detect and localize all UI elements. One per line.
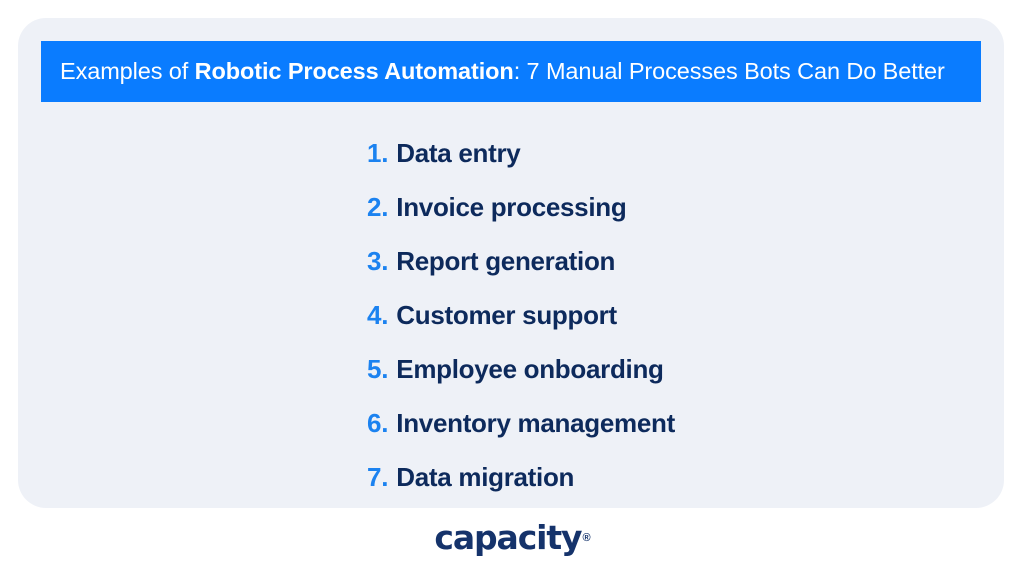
list-item-label: Data entry — [396, 138, 521, 168]
list-item-label: Invoice processing — [396, 192, 627, 222]
infographic-card: Examples of Robotic Process Automation: … — [18, 18, 1004, 508]
list-item-label: Customer support — [396, 300, 617, 330]
list-item-number: 7. — [367, 462, 389, 492]
brand-logo: capacity® — [0, 521, 1024, 554]
list-item: 6. Inventory management — [367, 408, 987, 462]
list-item-number: 2. — [367, 192, 389, 222]
registered-trademark-icon: ® — [582, 531, 591, 544]
list-item: 2. Invoice processing — [367, 192, 987, 246]
list-item: 5. Employee onboarding — [367, 354, 987, 408]
title-suffix: : 7 Manual Processes Bots Can Do Better — [513, 57, 945, 84]
title-emphasis: Robotic Process Automation — [194, 57, 514, 84]
page-title: Examples of Robotic Process Automation: … — [60, 57, 945, 85]
list-item-number: 4. — [367, 300, 389, 330]
list-item: 1. Data entry — [367, 138, 987, 192]
list-item: 4. Customer support — [367, 300, 987, 354]
list-item-number: 3. — [367, 246, 389, 276]
list-item-label: Employee onboarding — [396, 354, 664, 384]
list-item: 3. Report generation — [367, 246, 987, 300]
list-item-label: Report generation — [396, 246, 616, 276]
title-prefix: Examples of — [60, 57, 195, 84]
list-item-number: 1. — [367, 138, 389, 168]
list-item-number: 6. — [367, 408, 389, 438]
list-item-label: Data migration — [396, 462, 575, 492]
brand-name: capacity — [434, 518, 582, 557]
title-bar: Examples of Robotic Process Automation: … — [41, 41, 981, 102]
list-item: 7. Data migration — [367, 462, 987, 516]
process-list: 1. Data entry 2. Invoice processing 3. R… — [367, 138, 987, 516]
list-item-label: Inventory management — [396, 408, 675, 438]
list-item-number: 5. — [367, 354, 389, 384]
